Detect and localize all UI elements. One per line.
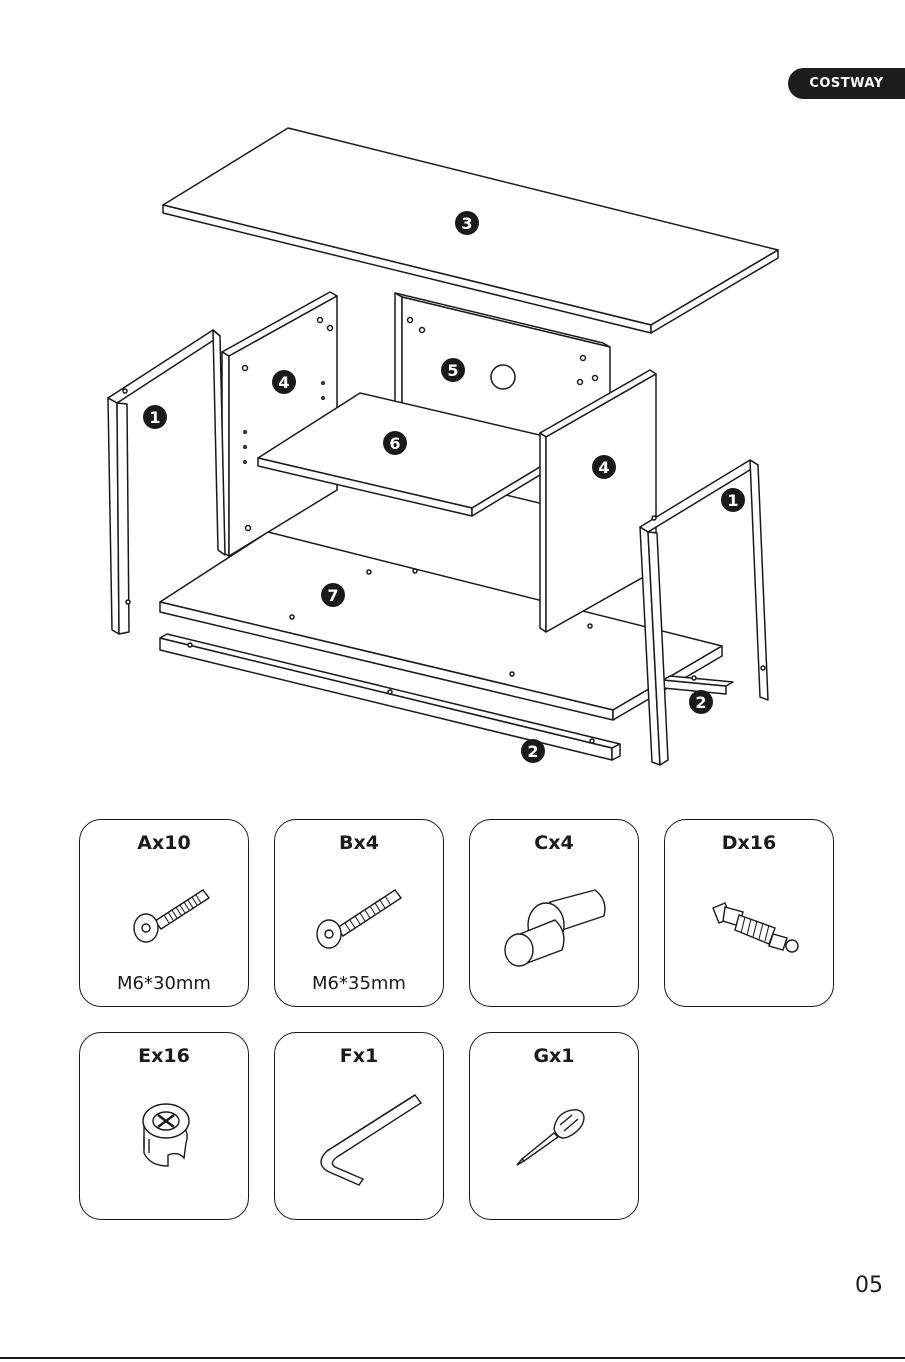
page-number: 05	[855, 1273, 883, 1298]
cam-lock-icon	[80, 1033, 250, 1221]
hardware-card-d: Dx16	[664, 819, 834, 1007]
hardware-spec: M6*35mm	[275, 973, 443, 994]
part-label-back-rail-text: 2	[695, 693, 706, 712]
part-label-left-leg-text: 1	[149, 408, 160, 427]
part-label-bottom-panel-text: 7	[327, 586, 338, 605]
part-label-left-side-panel-text: 4	[278, 373, 289, 392]
right-leg-frame	[640, 460, 768, 765]
hardware-card-a: Ax10 M6*30mm	[79, 819, 249, 1007]
part-label-back-panel-text: 5	[447, 361, 458, 380]
part-label-top-panel-text: 3	[461, 214, 472, 233]
shelf-pin-icon	[470, 820, 640, 1008]
part-label-front-rail-text: 2	[527, 742, 538, 761]
bottom-divider	[0, 1357, 905, 1359]
part-label-right-side-panel-text: 4	[598, 458, 609, 477]
cam-bolt-icon	[665, 820, 835, 1008]
hardware-card-c: Cx4	[469, 819, 639, 1007]
hardware-card-g: Gx1	[469, 1032, 639, 1220]
exploded-assembly-diagram: 3 1 4 5 6 4 1 7 2 2	[0, 0, 905, 800]
screwdriver-icon	[470, 1033, 640, 1221]
hardware-card-e: Ex16	[79, 1032, 249, 1220]
allen-key-icon	[275, 1033, 445, 1221]
hardware-card-f: Fx1	[274, 1032, 444, 1220]
hardware-spec: M6*30mm	[80, 973, 248, 994]
hardware-card-b: Bx4 M6*35mm	[274, 819, 444, 1007]
part-label-right-leg-text: 1	[727, 491, 738, 510]
part-label-middle-shelf-text: 6	[389, 434, 400, 453]
